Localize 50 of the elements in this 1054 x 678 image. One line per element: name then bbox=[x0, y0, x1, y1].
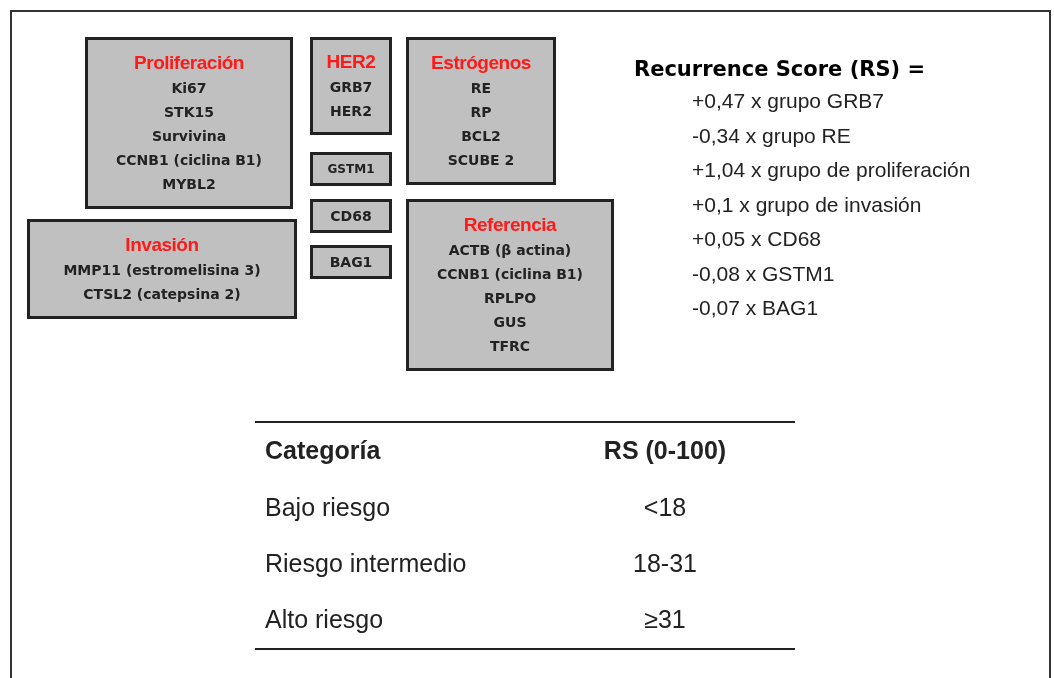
gene-group-box bbox=[406, 37, 556, 185]
group-heading: Estrógenos bbox=[431, 51, 531, 75]
gene-group-box bbox=[27, 219, 297, 319]
gene-name: GUS bbox=[493, 313, 527, 332]
group-heading: Referencia bbox=[463, 213, 557, 237]
gene-name: BCL2 bbox=[461, 127, 501, 146]
table-cell-text: Riesgo intermedio bbox=[265, 548, 468, 580]
gene-name: SCUBE 2 bbox=[447, 151, 515, 170]
gene-name: CCNB1 (ciclina B1) bbox=[436, 265, 583, 284]
gene-name: STK15 bbox=[164, 103, 214, 122]
table-cell-text: Bajo riesgo bbox=[265, 492, 392, 524]
formula-term: +0,05 x CD68 bbox=[692, 226, 822, 252]
gene-name: CTSL2 (catepsina 2) bbox=[83, 285, 241, 304]
table-cell-text: ≥31 bbox=[643, 604, 687, 636]
gene-name: RE bbox=[470, 79, 492, 98]
formula-term: -0,34 x grupo RE bbox=[692, 122, 852, 149]
table-cell-text: 18-31 bbox=[632, 548, 698, 580]
group-heading: HER2 bbox=[326, 50, 376, 74]
formula-term: +0,47 x grupo GRB7 bbox=[692, 88, 886, 114]
gene-group-box bbox=[406, 199, 614, 371]
gene-group-box bbox=[85, 37, 293, 209]
gene-name: Survivina bbox=[151, 127, 227, 146]
formula-term: -0,07 x BAG1 bbox=[692, 295, 820, 321]
gene-name: CCNB1 (ciclina B1) bbox=[115, 151, 262, 170]
gene-name: MYBL2 bbox=[162, 175, 216, 194]
gene-name: Ki67 bbox=[171, 79, 207, 98]
gene-group-box bbox=[310, 152, 392, 186]
gene-name: CD68 bbox=[330, 207, 372, 226]
gene-name: BAG1 bbox=[329, 253, 373, 272]
gene-name: GRB7 bbox=[329, 78, 373, 97]
table-cell-text: <18 bbox=[642, 492, 688, 524]
gene-name: RP bbox=[470, 103, 492, 122]
gene-group-box bbox=[310, 37, 392, 135]
table-cell-text: Alto riesgo bbox=[265, 604, 385, 636]
gene-name: TFRC bbox=[489, 337, 531, 356]
formula-heading: Recurrence Score (RS) = bbox=[634, 56, 927, 83]
gene-name: RPLPO bbox=[483, 289, 537, 308]
gene-name: GSTM1 bbox=[327, 161, 375, 178]
formula-term: +0,1 x grupo de invasión bbox=[692, 191, 923, 218]
group-heading: Invasión bbox=[125, 233, 199, 257]
gene-name: ACTB (β actina) bbox=[448, 241, 572, 260]
formula-term: +1,04 x grupo de proliferación bbox=[692, 157, 971, 183]
column-header: Categoría bbox=[265, 435, 382, 467]
formula-term: -0,08 x GSTM1 bbox=[692, 260, 836, 287]
gene-name: MMP11 (estromelisina 3) bbox=[63, 261, 261, 280]
gene-name: HER2 bbox=[330, 102, 372, 121]
column-header: RS (0-100) bbox=[602, 435, 728, 467]
gene-group-box bbox=[310, 199, 392, 233]
group-heading: Proliferación bbox=[134, 51, 244, 75]
gene-group-box bbox=[310, 245, 392, 279]
